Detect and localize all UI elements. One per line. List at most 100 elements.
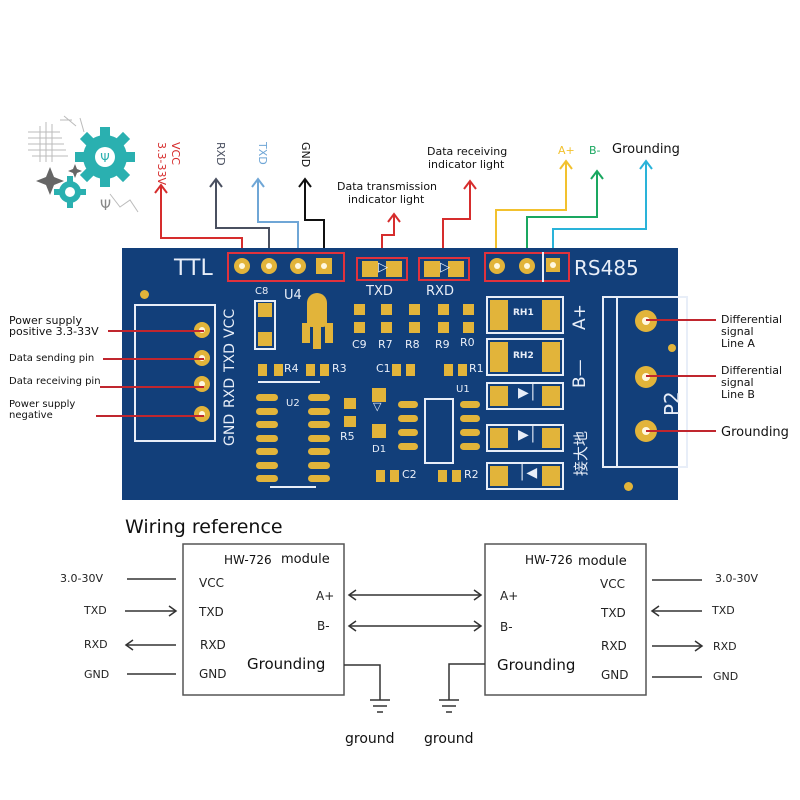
right-external-rxd: RXD: [713, 640, 737, 653]
u4-pin: [313, 323, 321, 349]
r2-pad: [438, 470, 447, 482]
r4-pad: [258, 364, 267, 376]
r2-pad: [452, 470, 461, 482]
left-callout-vcc-line2: positive 3.3-33V: [9, 325, 99, 338]
u2-pin: [308, 421, 330, 428]
ttl-pin-txd: [290, 258, 306, 274]
rs485-label: RS485: [574, 256, 639, 280]
rs485-pin-a: [489, 258, 505, 274]
tvs1-pad: [542, 386, 560, 406]
tvs2-outline: [486, 424, 564, 452]
ground-label-right: ground: [424, 731, 474, 747]
u2-pin: [308, 407, 330, 415]
u4-tab: [307, 293, 327, 327]
rh2-label: RH2: [513, 351, 534, 361]
u4-pin: [302, 323, 310, 343]
c8-pad: [258, 303, 272, 317]
c8-label: C8: [255, 286, 269, 297]
gear-usb-logo: Ψ Ψ: [20, 112, 145, 217]
bank-pad: [463, 322, 474, 333]
left-module-title-part2: module: [281, 552, 330, 567]
bank-pad: [463, 304, 474, 315]
left-module-title-part1: HW-726: [224, 553, 272, 567]
u2-pin: [256, 448, 278, 455]
right-callout-grounding: Grounding: [721, 425, 789, 440]
grounding-top-label: Grounding: [612, 142, 680, 157]
left-module-bus-a: A+: [316, 589, 335, 603]
rx-indicator-label-line2: indicator light: [428, 158, 505, 171]
p2-terminal-outline: [602, 296, 688, 468]
tvs1-diode-icon: ▶│: [518, 385, 538, 401]
u2-pin: [256, 475, 278, 482]
c2-label: C2: [402, 468, 417, 481]
c8-pad: [258, 332, 272, 346]
d1-pad: [372, 424, 386, 438]
bank-pad: [381, 322, 392, 333]
left-module-pin-gnd: GND: [199, 667, 227, 681]
right-callout-a-line1: Differential: [721, 313, 783, 326]
rs485-pin-b: [519, 258, 535, 274]
tx-indicator-label-line2: indicator light: [348, 193, 425, 206]
r1-label: R1: [469, 362, 484, 375]
r5-pad: [344, 416, 356, 427]
rxd-led-pad: [448, 261, 464, 277]
rxd-led-highlight: [418, 257, 470, 281]
mount-dot: [140, 290, 149, 299]
bank-pad: [438, 322, 449, 333]
svg-text:Ψ: Ψ: [100, 151, 109, 165]
tvs2-diode-icon: ▶│: [518, 427, 538, 443]
ttl-header-highlight: [227, 252, 345, 282]
u2-pin: [256, 407, 278, 415]
a-plus-top-label: A+: [558, 144, 575, 157]
ground-label-left: ground: [345, 731, 395, 747]
r4-pad: [274, 364, 283, 376]
u4-pin: [325, 323, 333, 343]
u2-label: U2: [286, 398, 300, 409]
left-module-pin-txd: TXD: [199, 605, 224, 619]
rxd-led-label: RXD: [426, 284, 454, 299]
u1-pin: [460, 401, 480, 408]
u1-outline: [424, 398, 454, 464]
b-minus-arrow: [526, 172, 598, 262]
rxd-arrow: [215, 180, 270, 262]
right-external-gnd: GND: [713, 670, 739, 683]
r3-pad: [306, 364, 315, 376]
tx-indicator-label-line1: Data transmission: [337, 180, 438, 193]
c1-label: C1: [376, 362, 391, 375]
left-pin-gnd: [194, 406, 210, 422]
bank-pad: [354, 322, 365, 333]
u1-pin: [398, 443, 418, 450]
d1-label: D1: [372, 444, 387, 455]
left-module-box: [182, 543, 345, 696]
txd-led-pad: [362, 261, 378, 277]
r4-label: R4: [284, 362, 299, 375]
rxd-led-arrow-icon: ▷: [440, 260, 450, 275]
left-external-vcc: 3.0-30V: [60, 572, 103, 585]
tvs3-diode-icon: │◀: [518, 465, 538, 481]
wiring-title: Wiring reference: [125, 516, 283, 538]
u2-outline-bottom: [270, 486, 316, 488]
u2-pin: [308, 394, 330, 401]
r5-label: R5: [340, 430, 355, 443]
right-module-box: [484, 543, 647, 696]
u1-pin: [460, 429, 480, 436]
tvs2-pad: [490, 428, 508, 448]
ttl-pin-rxd: [261, 258, 277, 274]
p2-terminal-divider: [616, 296, 618, 468]
right-module-pin-rxd: RXD: [601, 639, 627, 653]
tvs1-pad: [490, 386, 508, 406]
txd-led-arrow-icon: ▷: [378, 260, 388, 275]
tvs3-pad: [490, 466, 508, 486]
tvs3-pad: [542, 466, 560, 486]
rh1-label: RH1: [513, 308, 534, 318]
u1-pin: [460, 415, 480, 422]
right-callout-b-line1: Differential: [721, 364, 783, 377]
bank-pad: [409, 322, 420, 333]
left-callout-txd: Data sending pin: [9, 353, 95, 364]
rs485-header-highlight: [484, 252, 570, 282]
right-callout-b-line2: signal: [721, 376, 754, 389]
rh1-pad: [542, 300, 560, 330]
mount-dot: [668, 344, 676, 352]
tvs1-outline: [486, 382, 564, 410]
